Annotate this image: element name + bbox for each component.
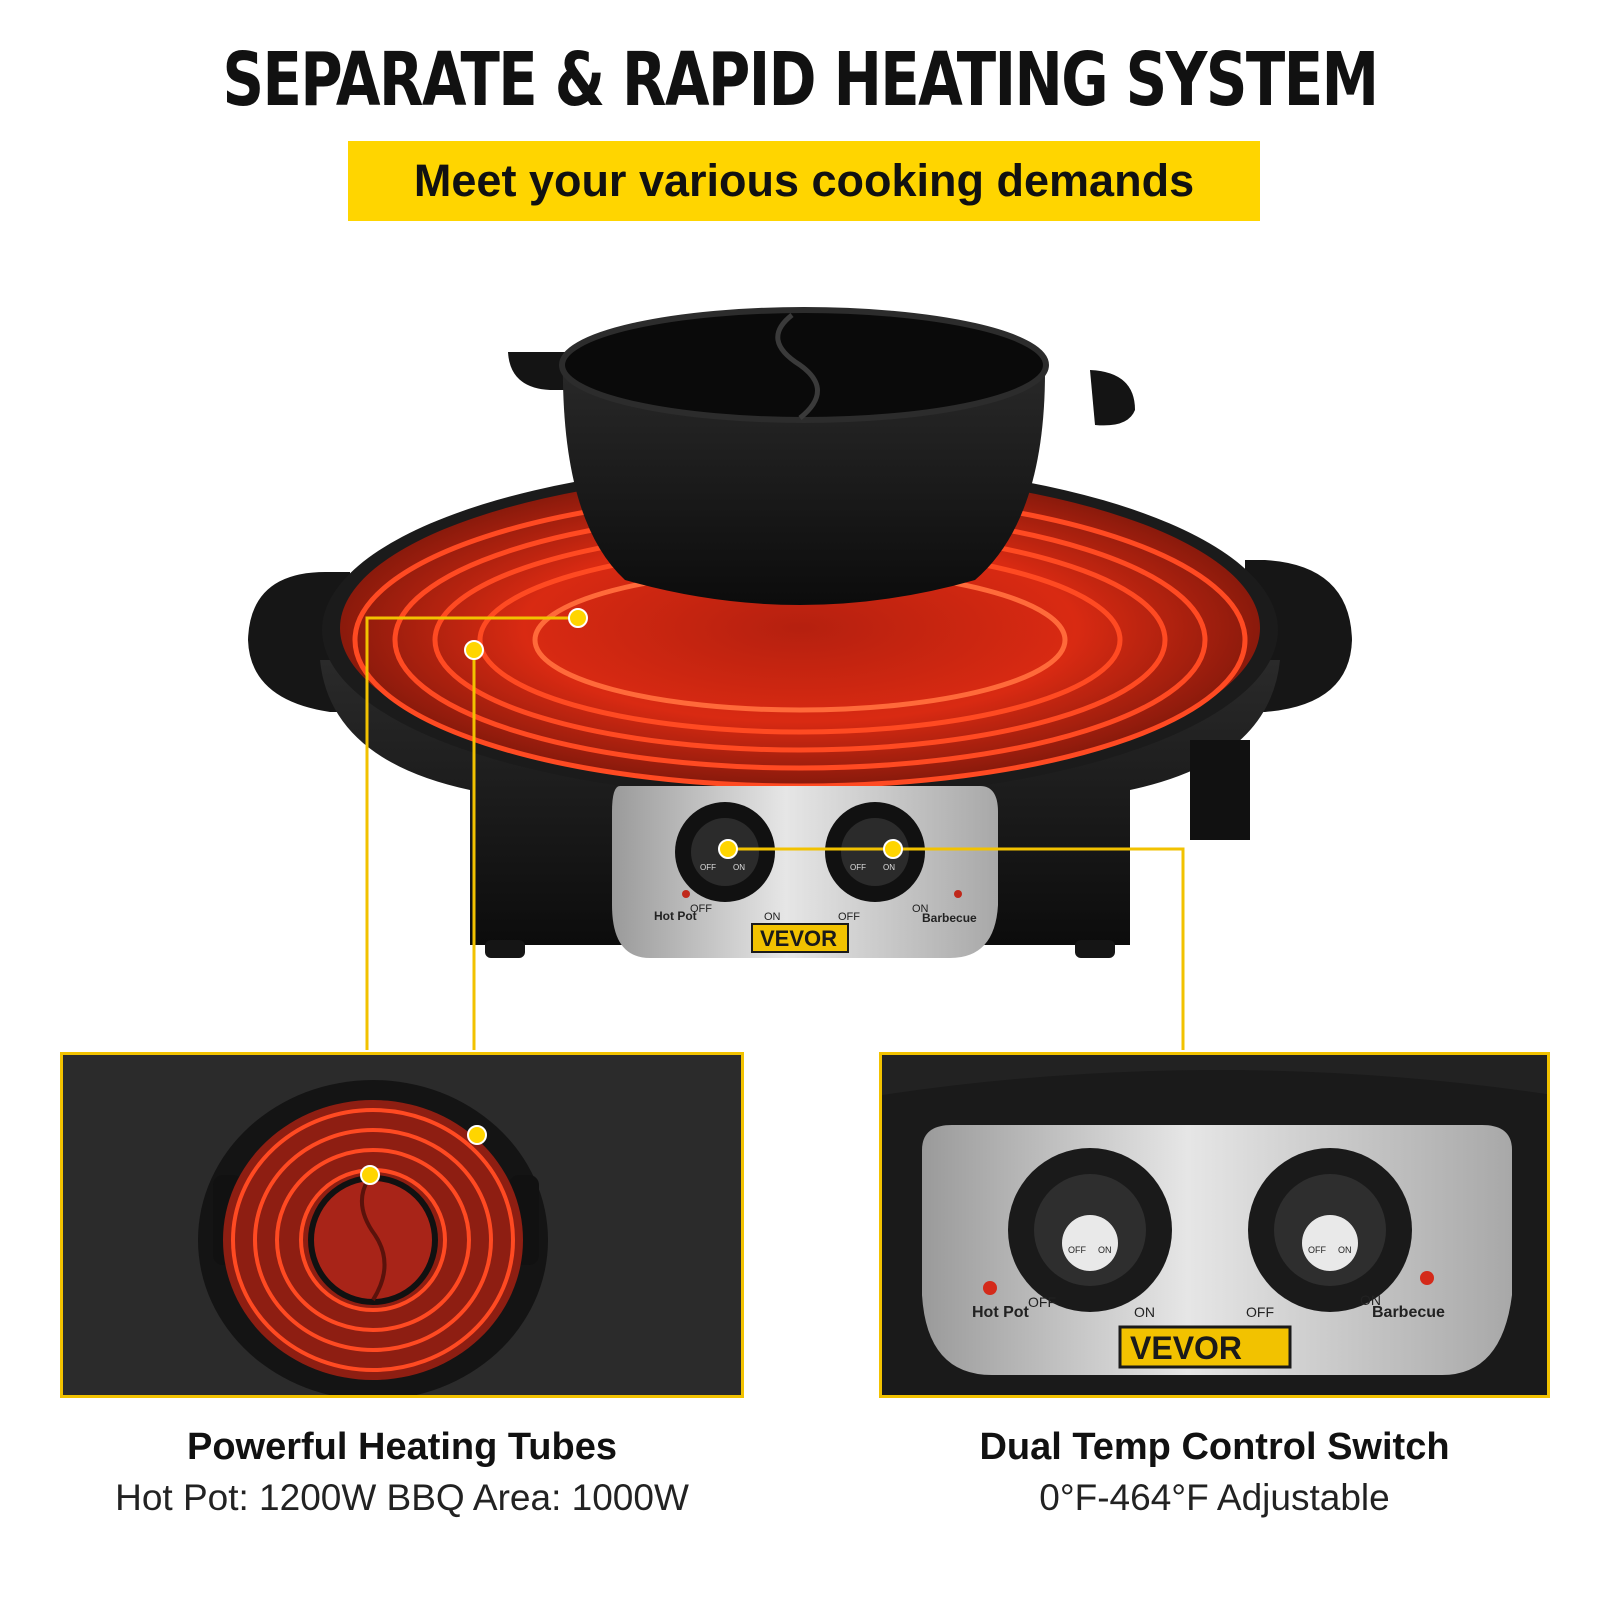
right-dial-on-label: ON <box>883 863 895 872</box>
closeup-hot-pot-label: Hot Pot <box>972 1304 1030 1321</box>
barbecue-off-label: OFF <box>838 911 860 923</box>
closeup-barbecue-on: ON <box>1360 1292 1381 1308</box>
closeup-brand-logo: VEVOR <box>1130 1330 1242 1366</box>
hot-pot-off-label: OFF <box>690 903 712 915</box>
hot-pot-label: Hot Pot <box>654 909 697 923</box>
hot-pot-grill-illustration: OFF ON OFF ON Hot Pot OFF ON OFF ON Barb… <box>248 307 1352 1050</box>
hot-pot-on-label: ON <box>764 911 781 923</box>
control-panel: OFF ON OFF ON Hot Pot OFF ON OFF ON Barb… <box>612 786 998 958</box>
hot-pot-bowl <box>508 307 1135 605</box>
closeup-right-dial-on: ON <box>1338 1245 1352 1255</box>
feature-title: Dual Temp Control Switch <box>979 1426 1450 1468</box>
closeup-hot-pot-off: OFF <box>1028 1294 1056 1310</box>
brand-logo: VEVOR <box>760 926 837 951</box>
barbecue-on-label: ON <box>912 903 929 915</box>
control-closeup-illustration: OFF ON OFF ON Hot Pot OFF ON OFF ON Barb… <box>882 1055 1547 1375</box>
temp-control-detail-panel: OFF ON OFF ON Hot Pot OFF ON OFF ON Barb… <box>879 1052 1550 1398</box>
left-dial-off-label: OFF <box>700 863 716 872</box>
feature-subtitle: 0°F-464°F Adjustable <box>1039 1477 1390 1518</box>
right-dial-off-label: OFF <box>850 863 866 872</box>
closeup-barbecue-off: OFF <box>1246 1304 1274 1320</box>
callout-dots <box>464 608 903 859</box>
subtitle-banner: Meet your various cooking demands <box>348 141 1260 221</box>
top-view-illustration <box>198 1080 548 1395</box>
feature-subtitle: Hot Pot: 1200W BBQ Area: 1000W <box>115 1477 689 1518</box>
heating-tubes-detail-panel <box>60 1052 744 1398</box>
closeup-hot-pot-on: ON <box>1134 1304 1155 1320</box>
closeup-left-dial-off: OFF <box>1068 1245 1086 1255</box>
callout-lines <box>365 616 1185 1050</box>
closeup-right-dial-off: OFF <box>1308 1245 1326 1255</box>
barbecue-label: Barbecue <box>922 911 977 925</box>
closeup-left-dial-on: ON <box>1098 1245 1112 1255</box>
page-title: SEPARATE & RAPID HEATING SYSTEM <box>222 37 1379 123</box>
left-dial-on-label: ON <box>733 863 745 872</box>
feature-temp-control: Dual Temp Control Switch 0°F-464°F Adjus… <box>879 1426 1550 1519</box>
feature-heating-tubes: Powerful Heating Tubes Hot Pot: 1200W BB… <box>60 1426 744 1519</box>
closeup-barbecue-label: Barbecue <box>1372 1304 1445 1321</box>
feature-title: Powerful Heating Tubes <box>186 1426 617 1468</box>
